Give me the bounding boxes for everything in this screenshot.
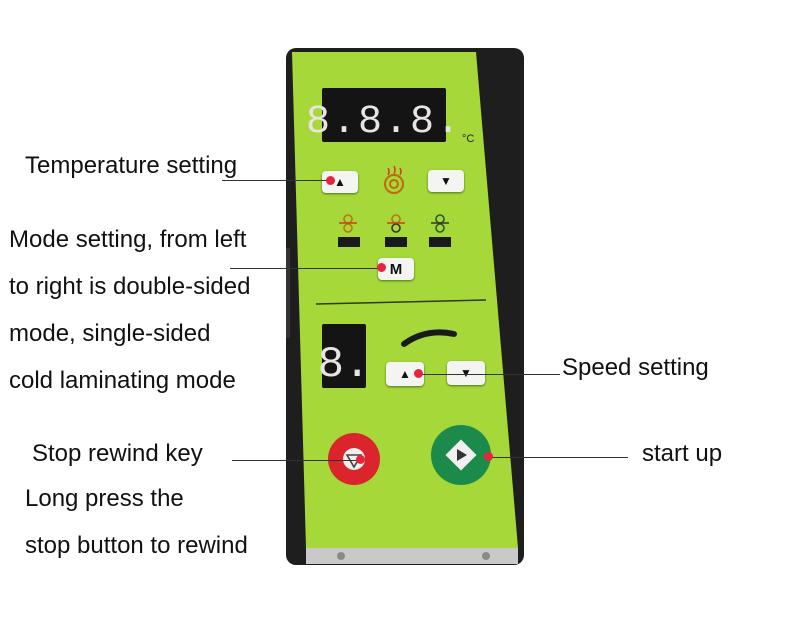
leader-start (488, 457, 628, 458)
leader-speed (418, 374, 560, 375)
callout-stop-note-line1: Long press the (25, 485, 184, 512)
screw-left (337, 552, 345, 560)
leader-stop (232, 460, 360, 461)
speed-arc-icon (401, 329, 457, 347)
callout-mode-line4: cold laminating mode (9, 367, 236, 394)
temperature-display-digits: 8.8.8. (306, 100, 462, 145)
callout-start-up: start up (642, 440, 723, 467)
callout-temperature-setting: Temperature setting (25, 152, 238, 179)
control-panel: 8.8.8. °C 8. (286, 52, 518, 564)
callout-mode-line3: mode, single-sided (9, 320, 211, 347)
leader-temperature (222, 180, 330, 181)
speed-down-key[interactable]: ▼ (447, 361, 485, 385)
temp-up-icon: ▲ (334, 175, 346, 189)
leader-mode (230, 268, 380, 269)
heater-icon (384, 165, 404, 194)
dot-temperature (326, 176, 335, 185)
mode-key-label: M (389, 260, 403, 278)
speed-up-icon: ▲ (399, 367, 411, 381)
callout-stop-note-line2: stop button to rewind (25, 532, 248, 559)
dot-mode (377, 263, 386, 272)
screw-right (482, 552, 490, 560)
callout-mode-line1: Mode setting, from left (9, 226, 247, 253)
dot-stop (356, 455, 365, 464)
stop-rewind-button[interactable] (328, 433, 380, 485)
start-up-button[interactable] (431, 425, 491, 485)
panel-left-edge (286, 248, 290, 338)
callout-mode-line2: to right is double-sided (9, 273, 251, 300)
speed-down-icon: ▼ (460, 366, 472, 380)
roller-single-icon (387, 214, 405, 233)
temp-down-icon: ▼ (440, 174, 452, 188)
mode-led-double (338, 237, 360, 247)
speed-display (322, 324, 366, 388)
temp-down-key[interactable]: ▼ (428, 170, 464, 192)
roller-double-icon (339, 214, 357, 233)
callout-speed-setting: Speed setting (562, 354, 709, 381)
speed-display-digit: 8. (318, 340, 371, 390)
temperature-display (322, 88, 446, 142)
temperature-unit: °C (462, 133, 474, 145)
roller-cold-icon (431, 214, 449, 233)
callout-stop-rewind-key: Stop rewind key (32, 440, 203, 467)
mode-led-cold (429, 237, 451, 247)
mode-key[interactable]: M (378, 258, 414, 280)
panel-bottom-strip (306, 548, 518, 564)
dot-speed (414, 369, 423, 378)
mode-led-single (385, 237, 407, 247)
panel-divider (315, 299, 487, 305)
dot-start (484, 452, 493, 461)
